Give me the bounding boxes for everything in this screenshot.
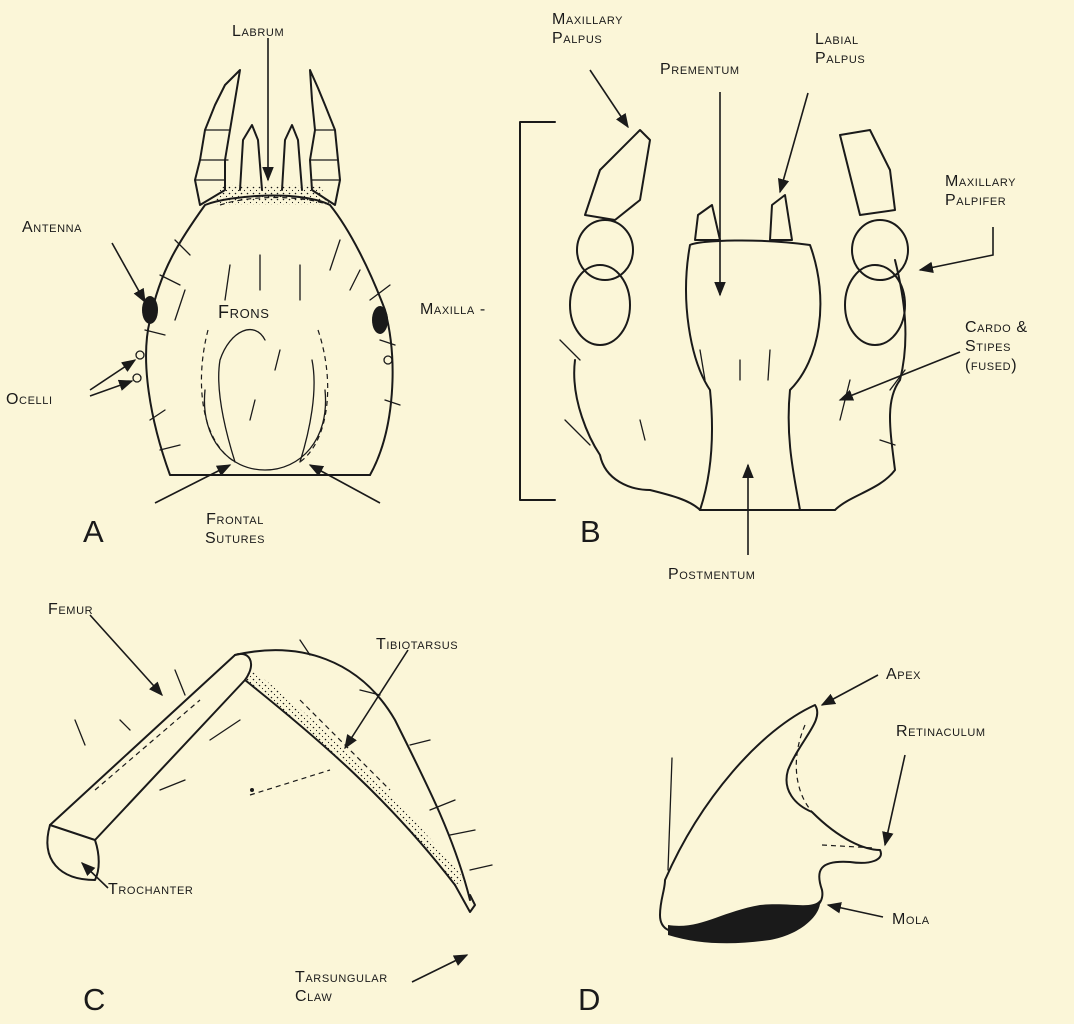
- label-apex: Apex: [886, 665, 921, 684]
- label-maxilla: Maxilla -: [420, 300, 486, 319]
- label-ocelli: Ocelli: [6, 390, 53, 409]
- label-frontal-sutures: Frontal Sutures: [205, 510, 265, 548]
- label-cardo-stipes: Cardo & Stipes (fused): [965, 318, 1028, 375]
- label-femur: Femur: [48, 600, 93, 619]
- label-retinaculum: Retinaculum: [896, 722, 986, 741]
- panel-d-mandible-drawing: [660, 675, 905, 943]
- panel-letter-a: A: [83, 514, 104, 550]
- label-maxillary-palpifer: Maxillary Palpifer: [945, 172, 1016, 210]
- label-tibiotarsus: Tibiotarsus: [376, 635, 458, 654]
- label-labrum: Labrum: [232, 22, 284, 41]
- panel-letter-b: B: [580, 514, 601, 550]
- panel-a-head-drawing: [90, 38, 400, 503]
- label-tarsungular-claw: Tarsungular Claw: [295, 968, 388, 1006]
- label-trochanter: Trochanter: [108, 880, 193, 899]
- label-antenna: Antenna: [22, 218, 82, 237]
- label-postmentum: Postmentum: [668, 565, 756, 584]
- label-frons: Frons: [218, 303, 270, 322]
- panel-c-leg-drawing: [47, 615, 492, 982]
- panel-b-mouthparts-drawing: [520, 70, 993, 555]
- label-labial-palpus: Labial Palpus: [815, 30, 865, 68]
- panel-letter-d: D: [578, 982, 600, 1018]
- label-mola: Mola: [892, 910, 930, 929]
- label-maxillary-palpus: Maxillary Palpus: [552, 10, 623, 48]
- panel-letter-c: C: [83, 982, 105, 1018]
- label-prementum: Prementum: [660, 60, 740, 79]
